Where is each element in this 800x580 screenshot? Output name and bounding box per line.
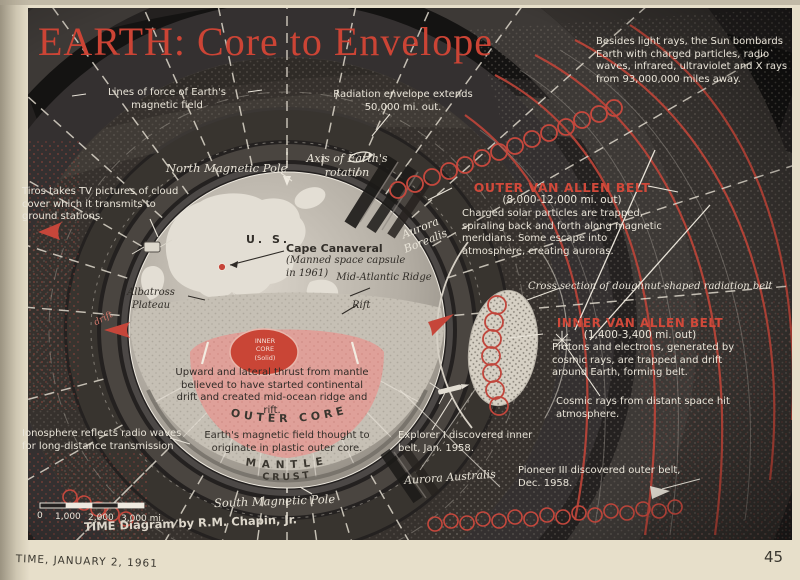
scale-tick-1: 1,000 <box>55 512 81 522</box>
vignette <box>28 8 792 540</box>
rift-label: Rift <box>352 300 371 311</box>
lines-of-force-label: Lines of force of Earth's magnetic field <box>108 87 226 111</box>
outer-belt-range: (8,000-12,000 mi. out) <box>502 194 622 206</box>
inner-belt-title: INNER VAN ALLEN BELT <box>556 316 724 330</box>
scale-tick-3: 3,000 mi. <box>121 514 164 524</box>
mid-atlantic-ridge-label: Mid-Atlantic Ridge <box>336 272 432 283</box>
page-spine <box>0 0 30 580</box>
sun-note: Besides light rays, the Sun bombards Ear… <box>596 36 788 85</box>
north-magnetic-pole-label: North Magnetic Pole <box>166 161 288 175</box>
radiation-envelope-label: Radiation envelope extends 50,000 mi. ou… <box>333 89 473 113</box>
axis-of-rotation-label: Axis of Earth's rotation <box>306 152 388 179</box>
cross-section-note: Cross section of doughnut-shaped radiati… <box>528 281 773 292</box>
cape-canaveral-note: (Manned space capsule in 1961) <box>286 255 406 279</box>
ionosphere-note: Ionosphere reflects radio waves for long… <box>22 428 182 452</box>
inner-belt-range: (1,400-3,400 mi. out) <box>583 329 697 341</box>
inner-core-label: INNER CORE (Solid) <box>254 337 276 362</box>
photo-edge <box>0 0 800 5</box>
thrust-note: Upward and lateral thrust from mantle be… <box>175 367 369 416</box>
diagram-title: EARTH: Core to Envelope <box>38 19 493 64</box>
page-number: 45 <box>764 548 784 566</box>
pioneer-note: Pioneer III discovered outer belt, Dec. … <box>518 465 681 489</box>
us-label: U. S. <box>246 233 291 246</box>
outer-belt-title: OUTER VAN ALLEN BELT <box>473 180 651 195</box>
scale-tick-2: 2,000 <box>88 513 114 523</box>
cosmic-rays-note: Cosmic rays from distant space hit atmos… <box>556 396 730 420</box>
explorer-note: Explorer I discovered inner belt, Jan. 1… <box>398 430 533 454</box>
albatross-plateau-label: Albatross Plateau <box>127 287 175 311</box>
scale-tick-0: 0 <box>37 511 43 521</box>
tiros-note: Tiros takes TV pictures of cloud cover w… <box>22 186 179 222</box>
cape-canaveral-label: Cape Canaveral <box>286 242 383 255</box>
outer-belt-body: Charged solar particles are trapped, spi… <box>462 208 662 257</box>
inner-belt-body: Protons and electrons, generated by cosm… <box>552 342 735 378</box>
field-origin-note: Earth's magnetic field thought to origin… <box>204 430 370 454</box>
